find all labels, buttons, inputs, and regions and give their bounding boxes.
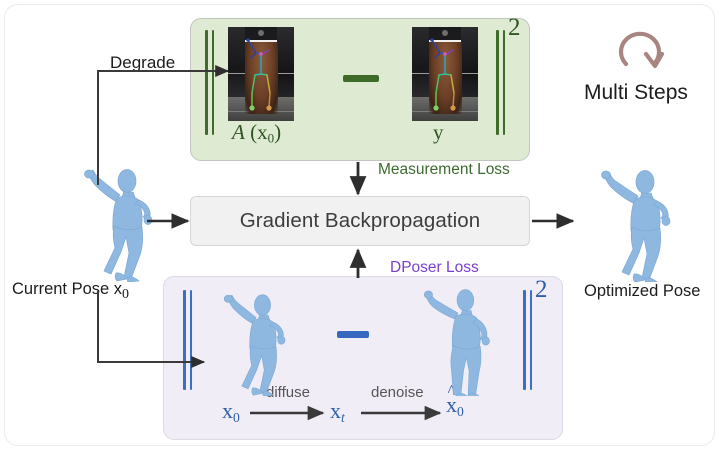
dposer-minus-sign [337,331,369,338]
dposer-norm-bar-right [523,290,533,390]
optimized-pose-label: Optimized Pose [584,282,701,300]
flow-middle-sub: t [341,409,345,425]
hat-accent: ^ [447,381,456,400]
optimized-pose-mesh [601,170,671,282]
measurement-right-label: y [433,120,444,144]
measurement-target-image [412,27,478,121]
circular-refresh-icon [618,31,665,69]
flow-end-symbol: ^ x0 [446,381,464,420]
operator-arg: x [257,120,268,144]
degrade-label: Degrade [110,53,176,72]
dposer-loss-caption: DPoser Loss [390,259,479,276]
dposer-norm-bar-left [183,290,193,390]
denoise-label: denoise [371,384,424,401]
operator-arg-sub: 0 [267,130,275,146]
dposer-exponent: 2 [535,276,548,303]
pose-skeleton-overlay-right [430,38,456,111]
pose-skeleton-overlay-left [246,38,272,111]
degraded-observation-image [228,27,294,121]
measurement-loss-caption: Measurement Loss [378,161,510,178]
gradient-backpropagation-box[interactable]: Gradient Backpropagation [190,196,530,246]
flow-start-sub: 0 [233,409,240,425]
flow-middle-base: x [330,398,341,423]
flow-start-base: x [222,398,233,423]
flow-end-base: x [446,392,457,417]
current-pose-text: Current Pose x [12,280,123,298]
measurement-norm-bar-right [496,30,506,135]
dposer-denoised-pose-mesh [423,289,490,396]
outer-frame [4,4,715,446]
measurement-left-label: A (x0) [232,120,282,146]
multi-steps-label: Multi Steps [584,81,688,104]
flow-end-sub: 0 [457,403,464,419]
measurement-norm-bar-left [205,30,215,135]
dposer-input-pose-mesh [223,294,286,396]
flow-start-symbol: x0 [222,398,240,426]
current-pose-label: Current Pose x0 [12,280,129,303]
measurement-exponent: 2 [508,14,521,41]
current-pose-mesh [84,169,153,282]
current-pose-sub: 0 [122,286,130,302]
measurement-minus-sign [343,75,379,82]
gradient-backpropagation-label: Gradient Backpropagation [239,209,481,232]
flow-middle-symbol: xt [330,398,345,426]
operator-A: A [232,120,245,144]
diffuse-label: diffuse [266,384,310,401]
